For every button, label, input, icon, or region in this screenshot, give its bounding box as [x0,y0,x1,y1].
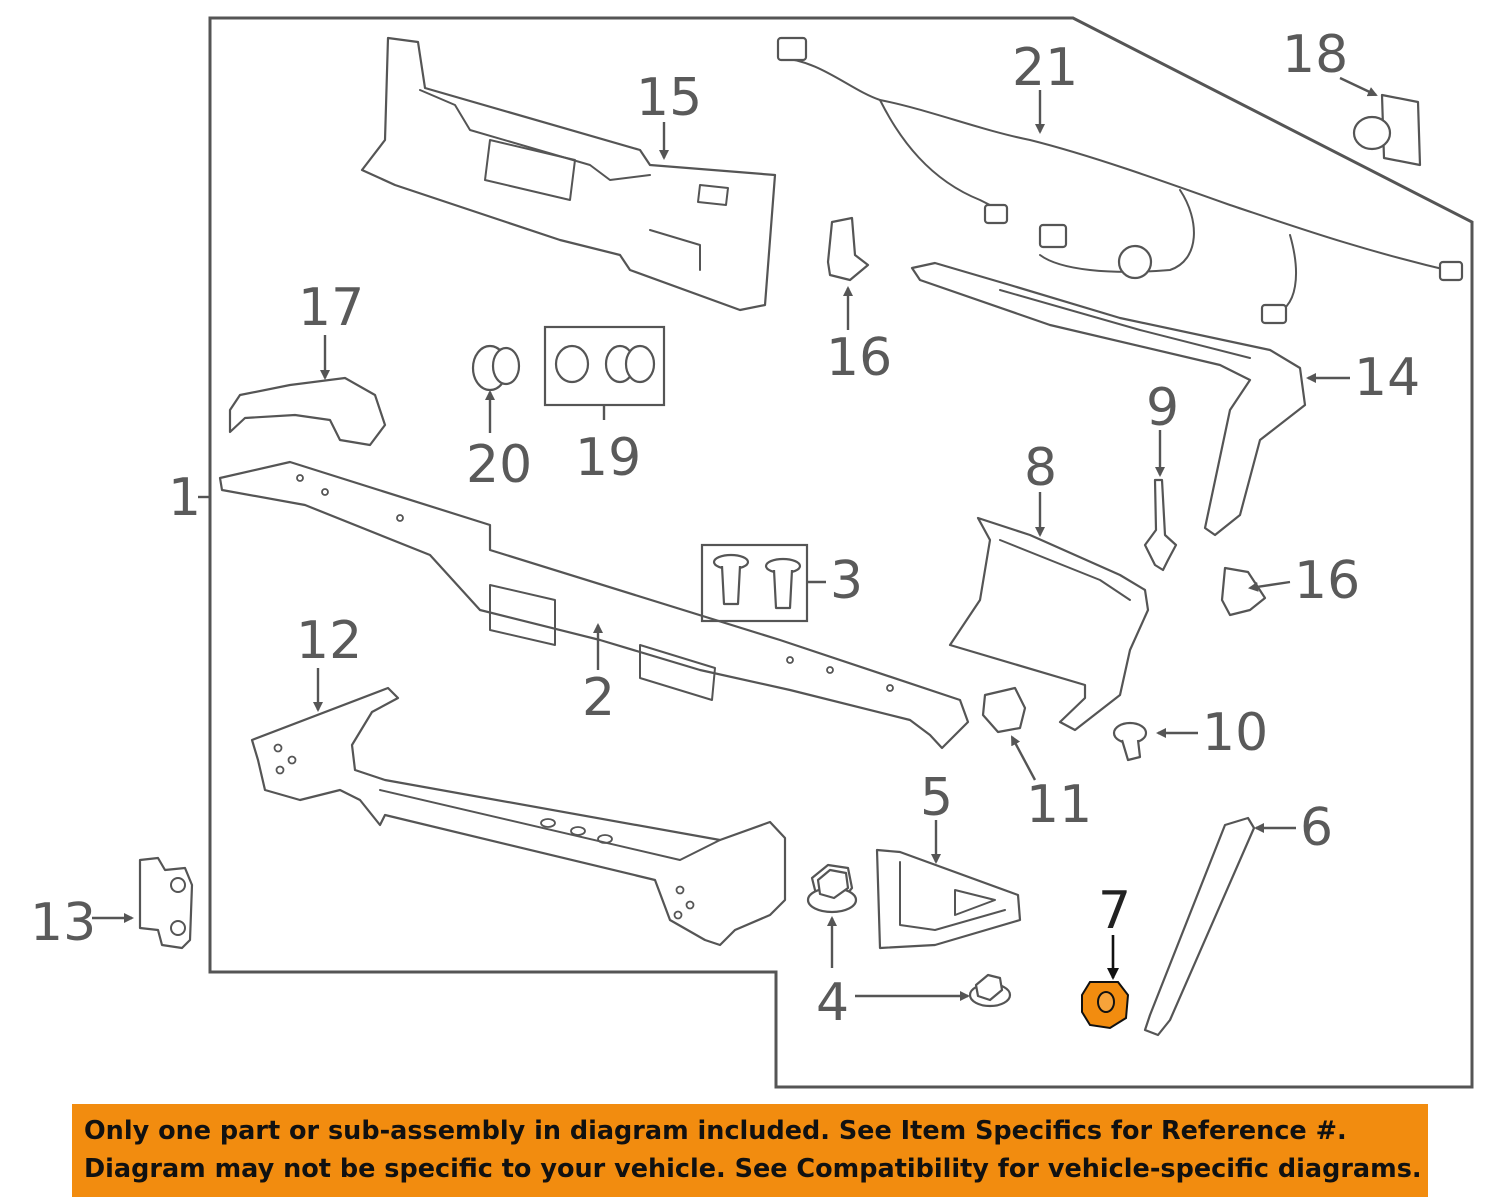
callout-1: 1 [168,468,201,528]
callout-18: 18 [1282,25,1348,85]
part-4-nut-lower [968,973,1012,1008]
part-14-side-trim [910,261,1307,537]
part-17-bracket [228,376,387,447]
callout-20: 20 [466,435,532,495]
callout-15: 15 [636,68,702,128]
part-5-gusset [875,848,1022,950]
callout-7: 7 [1098,881,1131,941]
part-16-clip-upper [826,216,870,282]
callout-11: 11 [1026,775,1092,835]
part-16-clip-lower [1220,566,1267,617]
disclaimer-line-2: Diagram may not be specific to your vehi… [84,1154,1422,1184]
part-15-panel [360,36,777,312]
part-9-stud [1143,478,1178,572]
part-7-nut-highlighted [1081,981,1130,1030]
part-11-clip [981,686,1027,734]
callout-9: 9 [1146,378,1179,438]
callout-2: 2 [582,668,615,728]
callout-16-upper: 16 [826,328,892,388]
callout-10: 10 [1202,703,1268,763]
part-13-bracket [138,856,194,950]
parts-diagram: 1 2 3 4 4 5 6 7 8 9 10 11 12 13 14 15 16… [30,16,1474,1089]
callout-12: 12 [296,611,362,671]
callout-21: 21 [1012,38,1078,98]
part-8-shield [948,516,1150,732]
part-3-push-pins [700,543,809,623]
callout-8: 8 [1024,438,1057,498]
part-2-crossmember [218,460,970,750]
part-19-bushing-set [543,325,666,407]
callout-19: 19 [575,428,641,488]
diagram-frame [208,16,1474,1089]
callout-16-lower: 16 [1294,551,1360,611]
leader-lines [92,76,1378,1001]
callout-4-upper: 4 [816,973,849,1033]
part-10-clip [1112,721,1148,762]
disclaimer-banner: Only one part or sub-assembly in diagram… [72,1104,1428,1197]
part-20-grommet [471,344,521,392]
callout-5: 5 [920,768,953,828]
callout-3: 3 [830,551,863,611]
callout-6: 6 [1300,798,1333,858]
part-4-nut-upper [806,863,858,914]
callout-14: 14 [1354,348,1420,408]
part-21-wiring-harness [776,36,1464,325]
disclaimer-line-1: Only one part or sub-assembly in diagram… [84,1116,1347,1146]
part-12-lower-crossmember [250,686,787,947]
part-18-sensor [1352,93,1422,167]
part-6-rod [1143,816,1256,1037]
callout-17: 17 [298,278,364,338]
callout-13: 13 [30,893,96,953]
